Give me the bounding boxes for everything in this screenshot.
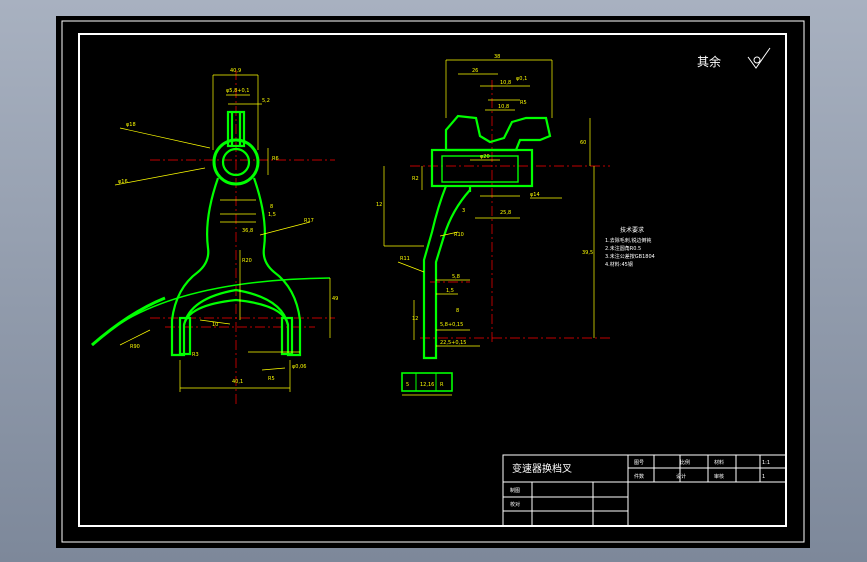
dim-side-0: 38: [494, 54, 500, 60]
technical-requirements: 技术要求 1.去除毛刺,锐边倒钝 2.未注圆角R0.5 3.未注公差按GB180…: [605, 226, 655, 268]
dim-side-9: R2: [412, 176, 419, 182]
tb-value-3: 1: [762, 474, 765, 480]
dim-front-17: R5: [268, 376, 275, 382]
dim-front-9: R17: [304, 218, 314, 224]
dim-side-14: 3: [462, 208, 465, 214]
tech-req-item-2: 2.未注圆角R0.5: [605, 245, 641, 252]
dim-front-10: R20: [242, 258, 252, 264]
dim-front-13: 40,1: [232, 379, 243, 385]
side-dimension-text: 38 26 φ0,1 10,8 R5 10,8 60 39,5 12 R2 φ2…: [376, 54, 593, 346]
tb-cell-0: 图号: [634, 460, 644, 466]
dim-side-19: 8: [456, 308, 459, 314]
dim-front-5: φ16: [118, 179, 128, 185]
tech-req-item-1: 1.去除毛刺,锐边倒钝: [605, 237, 651, 244]
dim-side-18: 1,5: [446, 288, 454, 294]
dim-side-7: 39,5: [582, 250, 593, 256]
bottom-section: [401, 372, 453, 392]
tb-cell-4: 设计: [676, 473, 686, 480]
dim-front-6: 8: [270, 204, 273, 210]
dim-side-10: φ20: [480, 154, 490, 160]
side-outline: [422, 114, 552, 360]
dim-side-17: 5,8: [452, 274, 460, 280]
bottom-view: 5 12,16 R: [401, 372, 453, 396]
dim-side-4: R5: [520, 100, 527, 106]
dim-front-4: R6: [272, 156, 279, 162]
dim-front-15: R3: [192, 352, 199, 358]
sheet-outer-border: [61, 20, 805, 543]
dim-side-2: φ0,1: [516, 76, 527, 82]
sheet-inner-border: [78, 33, 787, 527]
tb-cell-6: 制图: [510, 487, 520, 494]
title-block-text: 变速器换档叉 图号 比例 材料 1:1 件数 设计 审核 1 制图 校对: [510, 459, 770, 508]
tech-req-item-4: 4.材料:45钢: [605, 261, 633, 268]
tech-req-item-3: 3.未注公差按GB1804: [605, 253, 655, 260]
tb-cell-1: 比例: [680, 459, 690, 466]
roughness-symbol-icon: [747, 47, 771, 69]
title-block: [502, 454, 787, 527]
dim-front-7: 1,5: [268, 212, 276, 218]
dim-side-8: 12: [376, 202, 382, 208]
dim-side-1: 26: [472, 68, 478, 74]
tb-cell-5: 审核: [714, 473, 724, 480]
dim-side-3: 10,8: [500, 80, 511, 86]
dim-bottom-1: 12,16: [420, 382, 434, 388]
side-view: 38 26 φ0,1 10,8 R5 10,8 60 39,5 12 R2 φ2…: [376, 54, 610, 360]
tech-req-heading: 技术要求: [620, 226, 644, 234]
dim-side-16: 12: [412, 316, 418, 322]
dim-bottom-0: 5: [406, 382, 409, 388]
dim-front-3: φ18: [126, 122, 136, 128]
dim-side-21: 22,5+0,15: [440, 340, 466, 346]
dim-front-16: 10: [212, 322, 218, 328]
dim-front-12: 49: [332, 296, 338, 302]
dim-front-14: φ0,06: [292, 364, 306, 370]
tb-cell-7: 校对: [510, 501, 520, 508]
tb-cell-3: 件数: [634, 473, 644, 480]
tb-cell-2: 材料: [714, 459, 724, 466]
dim-side-13: R11: [400, 256, 410, 262]
roughness-note: 其余: [697, 54, 721, 69]
fork-outline: [91, 110, 331, 357]
dim-bottom-2: R: [440, 382, 444, 388]
dim-front-11: R90: [130, 344, 140, 350]
dim-side-5: 10,8: [498, 104, 509, 110]
dim-front-1: φ5,8+0,1: [226, 88, 249, 94]
front-dimension-lines: [114, 74, 331, 392]
dim-front-0: 40,9: [230, 68, 241, 74]
part-name: 变速器换档叉: [512, 462, 572, 475]
dim-side-20: 5,8+0,15: [440, 322, 463, 328]
tb-value-1: 1:1: [762, 460, 770, 466]
dim-side-6: 60: [580, 140, 586, 146]
front-dimension-text: 40,9 φ5,8+0,1 5,2 φ18 R6 φ16 8 1,5 36,8 …: [118, 68, 338, 385]
dim-front-8: 36,8: [242, 228, 253, 234]
side-dimension-lines: [383, 59, 595, 347]
dim-side-15: 25,8: [500, 210, 511, 216]
dim-front-2: 5,2: [262, 98, 270, 104]
dim-side-12: R10: [454, 232, 464, 238]
front-view: 40,9 φ5,8+0,1 5,2 φ18 R6 φ16 8 1,5 36,8 …: [91, 68, 338, 405]
dim-side-11: φ14: [530, 192, 540, 198]
